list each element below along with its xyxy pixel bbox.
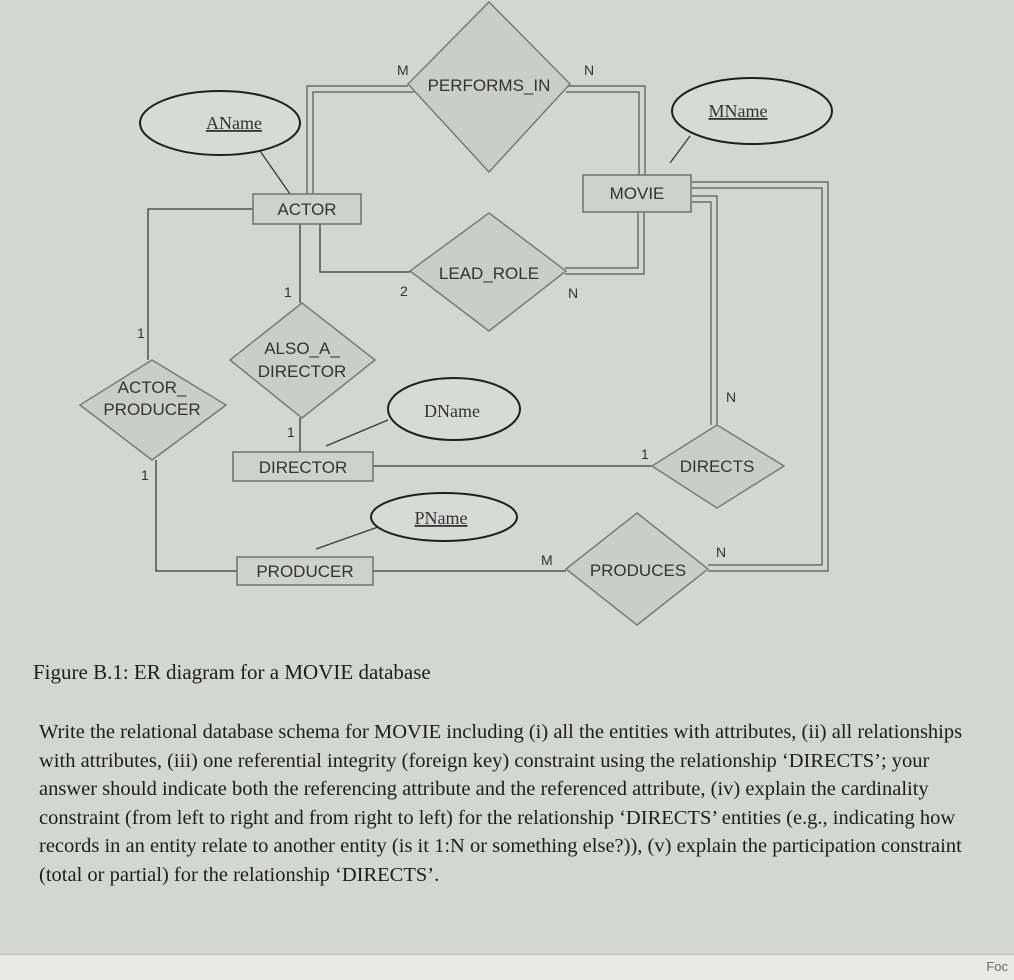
- entity-producer: PRODUCER: [236, 556, 374, 586]
- relationship-lead-role: LEAD_ROLE: [408, 212, 568, 332]
- svg-text:ACTOR: ACTOR: [277, 200, 336, 219]
- card-performs-in-movie: N: [584, 62, 594, 78]
- svg-text:DIRECTOR: DIRECTOR: [259, 458, 347, 477]
- figure-caption: Figure B.1: ER diagram for a MOVIE datab…: [33, 660, 431, 684]
- svg-text:DIRECTS: DIRECTS: [680, 457, 755, 476]
- svg-text:MOVIE: MOVIE: [610, 184, 665, 203]
- card-produces-producer: M: [541, 552, 553, 568]
- card-performs-in-actor: M: [397, 62, 409, 78]
- focus-label: Foc: [986, 959, 1008, 974]
- entity-movie: MOVIE: [582, 174, 692, 213]
- card-directs-movie: N: [726, 389, 736, 405]
- entity-actor: ACTOR: [252, 193, 362, 225]
- question-text: Write the relational database schema for…: [39, 721, 963, 886]
- focus-icon[interactable]: Foc: [986, 959, 1008, 974]
- relationship-also-a-director: ALSO_A_ DIRECTOR: [228, 302, 377, 419]
- svg-text:AName: AName: [206, 113, 262, 133]
- card-also-director-director: 1: [287, 424, 295, 440]
- svg-text:PRODUCER: PRODUCER: [256, 562, 353, 581]
- svg-text:ACTOR_: ACTOR_: [118, 378, 187, 397]
- card-actor-producer-actor: 1: [137, 325, 145, 341]
- connector-lines: [147, 85, 829, 572]
- cardinality-labels: M N 2 N 1 1 1 1 1 N M N: [137, 62, 736, 568]
- relationship-actor-producer: ACTOR_ PRODUCER: [78, 359, 228, 461]
- relationship-directs: DIRECTS: [650, 424, 786, 509]
- card-lead-role-actor: 2: [400, 283, 408, 299]
- card-also-director-actor: 1: [284, 284, 292, 300]
- bottom-bar: Foc: [0, 954, 1014, 980]
- attribute-mname: MName: [671, 77, 833, 145]
- card-lead-role-movie: N: [568, 285, 578, 301]
- svg-text:PRODUCES: PRODUCES: [590, 561, 686, 580]
- svg-text:DIRECTOR: DIRECTOR: [258, 362, 346, 381]
- svg-text:MName: MName: [709, 101, 768, 121]
- relationship-produces: PRODUCES: [564, 512, 710, 626]
- svg-text:PRODUCER: PRODUCER: [103, 400, 200, 419]
- relationship-performs-in: PERFORMS_IN: [406, 0, 572, 174]
- card-directs-director: 1: [641, 446, 649, 462]
- attribute-pname: PName: [370, 492, 518, 542]
- er-diagram: PERFORMS_IN LEAD_ROLE ALSO_A_ DIRECTOR A…: [78, 0, 833, 626]
- card-actor-producer-producer: 1: [141, 467, 149, 483]
- entity-director: DIRECTOR: [232, 451, 374, 482]
- attribute-dname: DName: [387, 377, 521, 441]
- svg-text:PName: PName: [415, 508, 468, 528]
- attribute-aname: AName: [139, 90, 301, 156]
- svg-text:LEAD_ROLE: LEAD_ROLE: [439, 264, 539, 283]
- svg-text:PERFORMS_IN: PERFORMS_IN: [428, 76, 551, 95]
- svg-text:DName: DName: [424, 401, 480, 421]
- svg-text:ALSO_A_: ALSO_A_: [264, 339, 340, 358]
- card-produces-movie: N: [716, 544, 726, 560]
